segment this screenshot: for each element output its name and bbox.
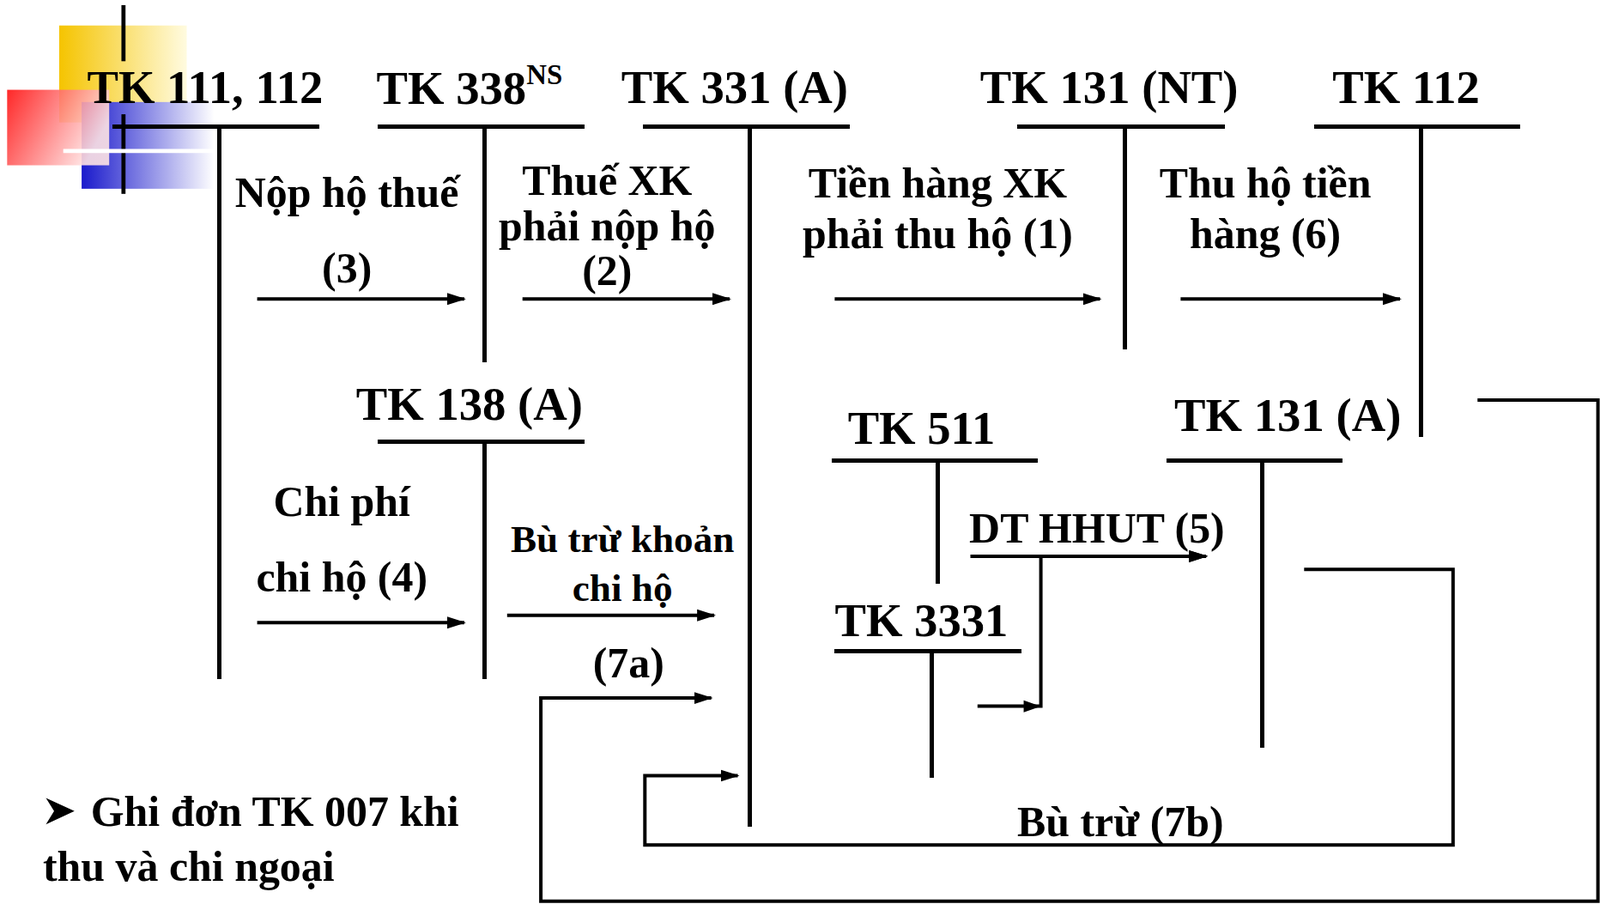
edge-label: DT HHUT (5) [958,506,1235,552]
t-account: TK 511 [826,399,1043,584]
junction-arrowhead [1024,700,1042,713]
t-account-bar [831,458,1038,463]
account-name: TK 112 [1332,60,1480,114]
t-account-stem [747,126,752,827]
t-account-bar [834,648,1022,654]
account-name: TK 3331 [834,593,1008,647]
account-name: TK 331 (A) [621,60,849,114]
t-account-stem [217,126,222,679]
t-account-stem [1260,460,1265,748]
decor-line [121,5,126,61]
account-title: TK 338NS [376,60,564,115]
callout-number: (7a) [577,641,680,686]
t-account-bar [1314,124,1521,129]
edge-label: Chi phí chi hộ (4) [247,464,437,616]
edge-label: Bù trừ khoản chi hộ [497,515,748,613]
connector-arrow [1180,296,1400,301]
edge-label: Thu hộ tiền hàng (6) [1145,158,1385,260]
t-account-bar [642,124,850,129]
account-title: TK 511 [848,402,996,455]
t-account-bar [377,439,585,444]
note-text: Ghi đơn TK 007 khi thu và chi ngoại [42,784,482,895]
connector-arrow [644,569,1454,845]
connector-arrow [977,556,1207,707]
t-account: TK 112 [1309,58,1526,437]
account-title: TK 331 (A) [621,61,849,114]
connector-arrow [257,620,465,625]
t-account: TK 131 (A) [1161,386,1407,749]
t-account-stem [482,442,487,679]
account-name: TK 338 [376,61,528,115]
t-account-bar [1017,124,1225,129]
account-name: TK 511 [848,401,996,455]
t-account-stem [929,650,934,777]
t-account-stem [935,460,940,584]
account-superscript: NS [526,59,563,91]
t-account-stem [1122,126,1128,349]
account-title: TK 3331 [834,594,1008,647]
t-account-bar [377,124,585,129]
header-rule [219,149,1546,154]
account-title: TK 138 (A) [356,378,583,431]
account-name: TK 111, 112 [86,60,323,114]
t-account-stem [1418,126,1424,437]
account-title: TK 131 (A) [1174,389,1401,442]
edge-label: Nộp hộ thuế (3) [227,155,467,307]
t-account: TK 3331 [829,591,1027,778]
connector-arrow [507,613,715,618]
account-name: TK 131 (A) [1174,388,1401,442]
connector-arrow [834,296,1100,301]
t-account-stem [482,126,487,363]
connector-arrow [522,296,730,301]
edge-label: Thuế XK phải nộp hộ (2) [490,158,725,294]
edge-label: Bù trừ (7b) [998,800,1243,845]
t-account-bar [1166,458,1344,463]
decor-line [63,149,220,154]
edge-label: Tiền hàng XK phải thu hộ (1) [789,158,1086,260]
account-title: TK 112 [1332,61,1480,114]
account-title: TK 131 (NT) [980,61,1239,114]
t-account-bar [112,124,320,129]
connector-arrow [257,296,465,301]
account-title: TK 111, 112 [86,61,323,114]
connector-arrow [540,400,1599,902]
bullet-arrow [45,797,74,825]
account-name: TK 131 (NT) [980,60,1239,114]
account-name: TK 138 (A) [356,377,583,431]
